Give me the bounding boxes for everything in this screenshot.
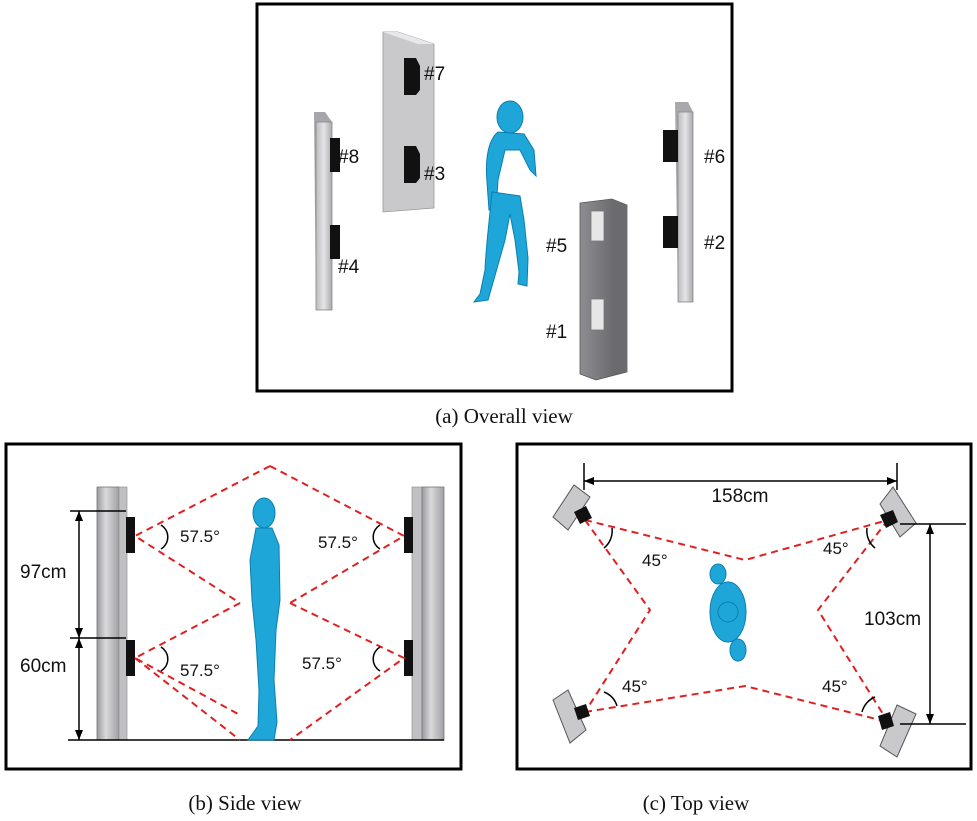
top-angle-upper-right: 45° <box>823 539 849 558</box>
top-angle-lower-right: 45° <box>822 677 848 696</box>
top-dim-103cm: 103cm <box>864 609 921 630</box>
side-angle-lower-right: 57.5° <box>302 654 342 673</box>
side-angle-lower-left: 57.5° <box>180 661 220 680</box>
top-sensor-upper-left <box>552 484 592 531</box>
label-8: #8 <box>338 147 359 168</box>
top-view-panel: 158cm 103cm 45° 45° 45° 45° (c) Top view <box>515 442 973 815</box>
side-sensor-upper-left <box>126 517 135 553</box>
pillar-left <box>314 112 340 311</box>
pillar-right <box>663 102 694 303</box>
label-6: #6 <box>704 147 725 168</box>
label-3: #3 <box>424 164 445 185</box>
sensor-4 <box>330 225 340 259</box>
side-sensor-lower-right <box>404 640 413 676</box>
sensor-8 <box>330 138 340 172</box>
side-angle-upper-right: 57.5° <box>318 533 358 552</box>
label-1: #1 <box>546 322 567 343</box>
side-pillar-right <box>421 486 445 741</box>
overall-view-panel: #7 #8 #3 #6 #5 #2 #4 #1 (a) Overall view <box>255 2 734 428</box>
side-dim-97cm: 97cm <box>20 562 66 583</box>
top-sensor-lower-left <box>552 689 590 744</box>
human-figure-side <box>247 497 281 741</box>
human-figure-overall <box>472 100 537 303</box>
top-angle-upper-left: 45° <box>642 551 668 570</box>
top-dim-158cm: 158cm <box>711 486 768 507</box>
top-rays <box>584 519 889 723</box>
caption-top: (c) Top view <box>643 791 750 815</box>
caption-overall: (a) Overall view <box>435 404 573 428</box>
top-sensor-upper-right <box>879 486 917 538</box>
pillar-back <box>382 31 435 213</box>
side-sensor-upper-right <box>404 517 413 553</box>
sensor-6 <box>663 130 678 162</box>
label-5: #5 <box>546 236 567 257</box>
side-view-panel: 57.5° 57.5° 57.5° 57.5° 97cm 60cm (b) Si… <box>4 442 463 815</box>
sensor-1 <box>590 298 605 331</box>
sensor-2 <box>663 216 678 248</box>
side-dim-60cm: 60cm <box>20 656 66 677</box>
sensor-5 <box>590 210 605 242</box>
side-view-frame <box>4 442 463 771</box>
human-figure-top <box>709 563 747 662</box>
side-sensor-lower-left <box>126 640 135 676</box>
side-pillar-left <box>96 486 120 741</box>
label-7: #7 <box>424 64 445 85</box>
pillar-front <box>579 198 628 381</box>
overall-view-frame <box>255 2 734 393</box>
label-4: #4 <box>338 257 360 278</box>
label-2: #2 <box>704 233 725 254</box>
sensor-7 <box>404 58 420 95</box>
caption-side: (b) Side view <box>188 791 302 815</box>
top-sensor-lower-right <box>878 704 917 758</box>
top-view-frame <box>515 442 973 771</box>
side-rays <box>132 465 407 741</box>
side-angle-upper-left: 57.5° <box>180 527 220 546</box>
top-angle-lower-left: 45° <box>622 677 648 696</box>
sensor-3 <box>404 146 420 183</box>
